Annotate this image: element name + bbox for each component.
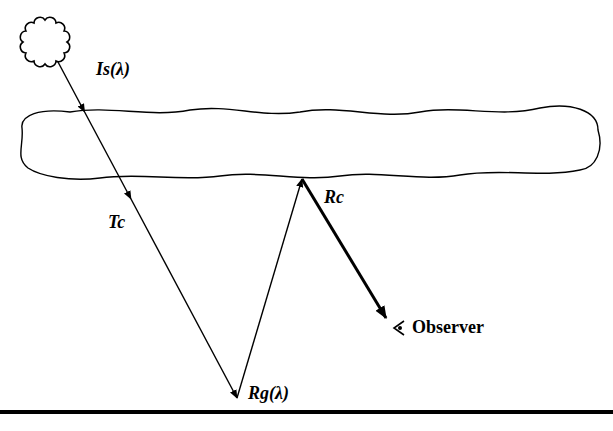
incident-ray: [85, 112, 131, 199]
cloud-outline: [21, 106, 600, 179]
ground-line: [0, 410, 613, 414]
eye-symbol: [398, 326, 402, 330]
eye-symbol: [394, 321, 404, 335]
transmittance-label: Tc: [108, 213, 125, 233]
observer-label: Observer: [412, 318, 484, 338]
cloud-reflectance-label: Rc: [324, 188, 344, 208]
incident-ray: [58, 62, 85, 112]
ground-reflectance-label: Rg(λ): [248, 384, 289, 404]
sun-symbol: [20, 17, 69, 66]
incident-ray: [131, 199, 237, 398]
irradiance-label: Is(λ): [96, 60, 130, 80]
reflected-ray: [237, 179, 302, 398]
cloud-reflected-ray: [302, 179, 386, 318]
